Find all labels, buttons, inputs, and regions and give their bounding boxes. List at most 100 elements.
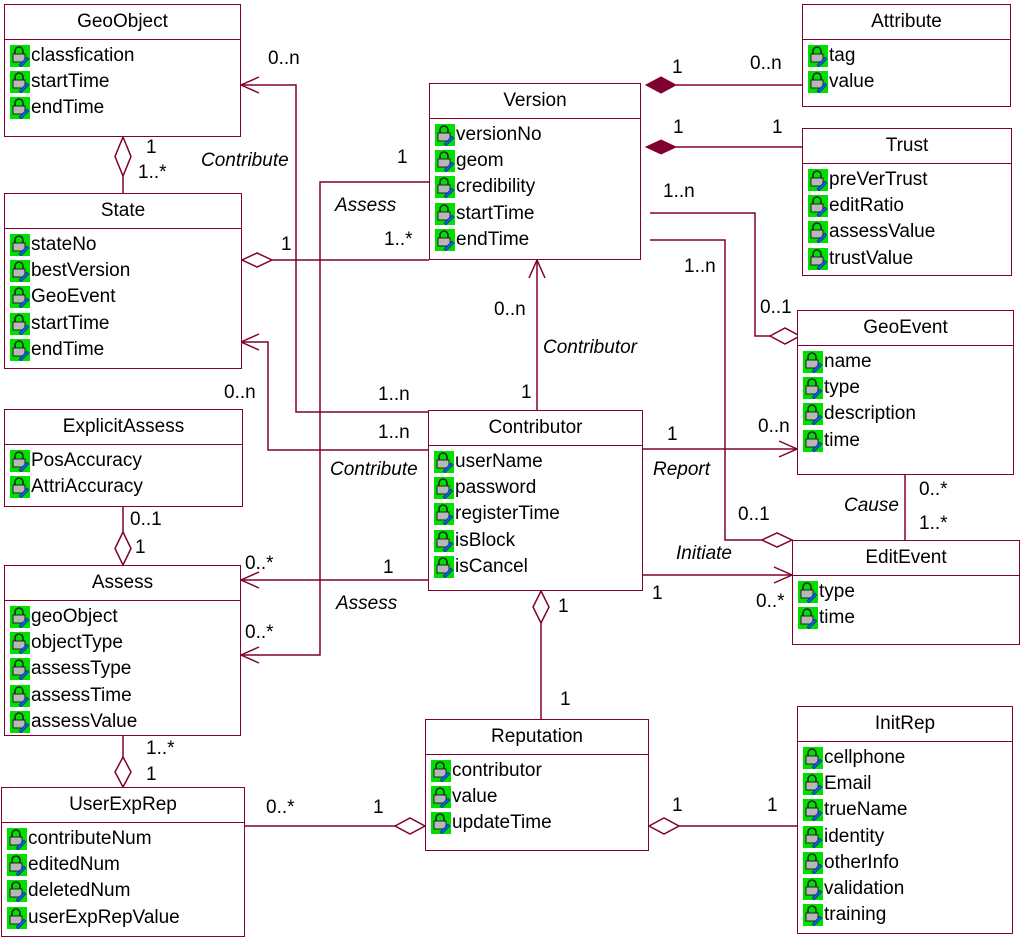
attribute-row[interactable]: editRatio [803, 193, 1011, 219]
multiplicity: 1 [135, 537, 146, 558]
attribute-row[interactable]: trustValue [803, 246, 1011, 272]
attribute-row[interactable]: type [798, 375, 1013, 401]
multiplicity: 1..* [919, 513, 948, 534]
attribute-name: editRatio [829, 195, 904, 217]
attribute-lock-icon [808, 45, 828, 68]
attribute-name: userName [455, 451, 543, 473]
attribute-row[interactable]: GeoEvent [5, 284, 241, 310]
attribute-row[interactable]: training [798, 902, 1012, 928]
attribute-name: time [824, 429, 860, 451]
attribute-row[interactable]: AttriAccuracy [5, 474, 242, 500]
attribute-name: validation [824, 878, 905, 900]
attribute-row[interactable]: assessType [5, 656, 240, 682]
attribute-row[interactable]: endTime [430, 227, 640, 253]
attribute-row[interactable]: type [793, 579, 1019, 605]
attribute-row[interactable]: PosAccuracy [5, 448, 242, 474]
attribute-row[interactable]: startTime [5, 311, 241, 337]
attribute-row[interactable]: deletedNum [2, 878, 244, 904]
attribute-lock-icon [803, 403, 823, 426]
attribute-lock-icon [434, 555, 454, 579]
attribute-row[interactable]: stateNo [5, 232, 241, 258]
multiplicity: 0..n [224, 382, 256, 403]
attribute-row[interactable]: classfication [5, 43, 240, 69]
attribute-row[interactable]: editedNum [2, 852, 244, 878]
attribute-row[interactable]: preVerTrust [803, 167, 1011, 193]
class-name: Contributor [429, 411, 642, 446]
attribute-row[interactable]: userName [429, 449, 642, 475]
multiplicity: 1 [672, 57, 683, 78]
attribute-row[interactable]: endTime [5, 95, 240, 121]
attribute-row[interactable]: objectType [5, 630, 240, 656]
class-name: Attribute [803, 5, 1010, 40]
attribute-row[interactable]: geom [430, 148, 640, 174]
attribute-row[interactable]: registerTime [429, 501, 642, 527]
attribute-row[interactable]: description [798, 401, 1013, 427]
attribute-row[interactable]: updateTime [426, 810, 648, 836]
attribute-row[interactable]: value [803, 69, 1010, 95]
multiplicity: 1 [397, 147, 408, 168]
attribute-row[interactable]: identity [798, 824, 1012, 850]
multiplicity: 1 [146, 137, 157, 158]
attribute-row[interactable]: time [798, 428, 1013, 454]
attribute-row[interactable]: validation [798, 876, 1012, 902]
attribute-row[interactable]: assessTime [5, 683, 240, 709]
attribute-row[interactable]: otherInfo [798, 850, 1012, 876]
attribute-row[interactable]: assessValue [803, 219, 1011, 245]
attribute-row[interactable]: credibility [430, 174, 640, 200]
role-label: Cause [844, 495, 899, 516]
attribute-row[interactable]: startTime [5, 69, 240, 95]
attribute-name: AttriAccuracy [31, 476, 143, 498]
attribute-name: otherInfo [824, 851, 899, 873]
attribute-lock-icon [10, 338, 30, 362]
attribute-row[interactable]: tag [803, 43, 1010, 69]
attribute-row[interactable]: value [426, 784, 648, 810]
attribute-lock-icon [10, 97, 30, 120]
role-label: Contributor [543, 337, 637, 358]
attribute-lock-icon [7, 906, 27, 930]
attribute-name: geoObject [31, 606, 118, 628]
attribute-lock-icon [434, 529, 454, 553]
attribute-row[interactable]: isBlock [429, 528, 642, 554]
attribute-row[interactable]: contributor [426, 758, 648, 784]
attribute-row[interactable]: endTime [5, 337, 241, 363]
attribute-row[interactable]: contributeNum [2, 826, 244, 852]
attribute-name: PosAccuracy [31, 450, 142, 472]
attribute-row[interactable]: versionNo [430, 122, 640, 148]
attribute-row[interactable]: assessValue [5, 709, 240, 735]
attribute-lock-icon [435, 124, 455, 147]
attribute-name: trueName [824, 799, 908, 821]
attribute-row[interactable]: isCancel [429, 554, 642, 580]
attribute-name: description [824, 403, 916, 425]
attribute-row[interactable]: name [798, 349, 1013, 375]
attribute-row[interactable]: startTime [430, 201, 640, 227]
attribute-row[interactable]: cellphone [798, 745, 1012, 771]
attribute-row[interactable]: password [429, 475, 642, 501]
attribute-row[interactable]: geoObject [5, 604, 240, 630]
attribute-row[interactable]: userExpRepValue [2, 905, 244, 931]
attribute-row[interactable]: Email [798, 771, 1012, 797]
multiplicity: 1 [560, 689, 571, 710]
multiplicity: 1 [767, 795, 778, 816]
attribute-row[interactable]: time [793, 605, 1019, 631]
attribute-name: endTime [31, 97, 105, 119]
attribute-lock-icon [803, 429, 823, 453]
attribute-row[interactable]: trueName [798, 797, 1012, 823]
attribute-row[interactable]: bestVersion [5, 258, 241, 284]
attribute-name: trustValue [829, 247, 914, 269]
attribute-lock-icon [808, 71, 828, 94]
multiplicity: 1..n [378, 422, 410, 443]
